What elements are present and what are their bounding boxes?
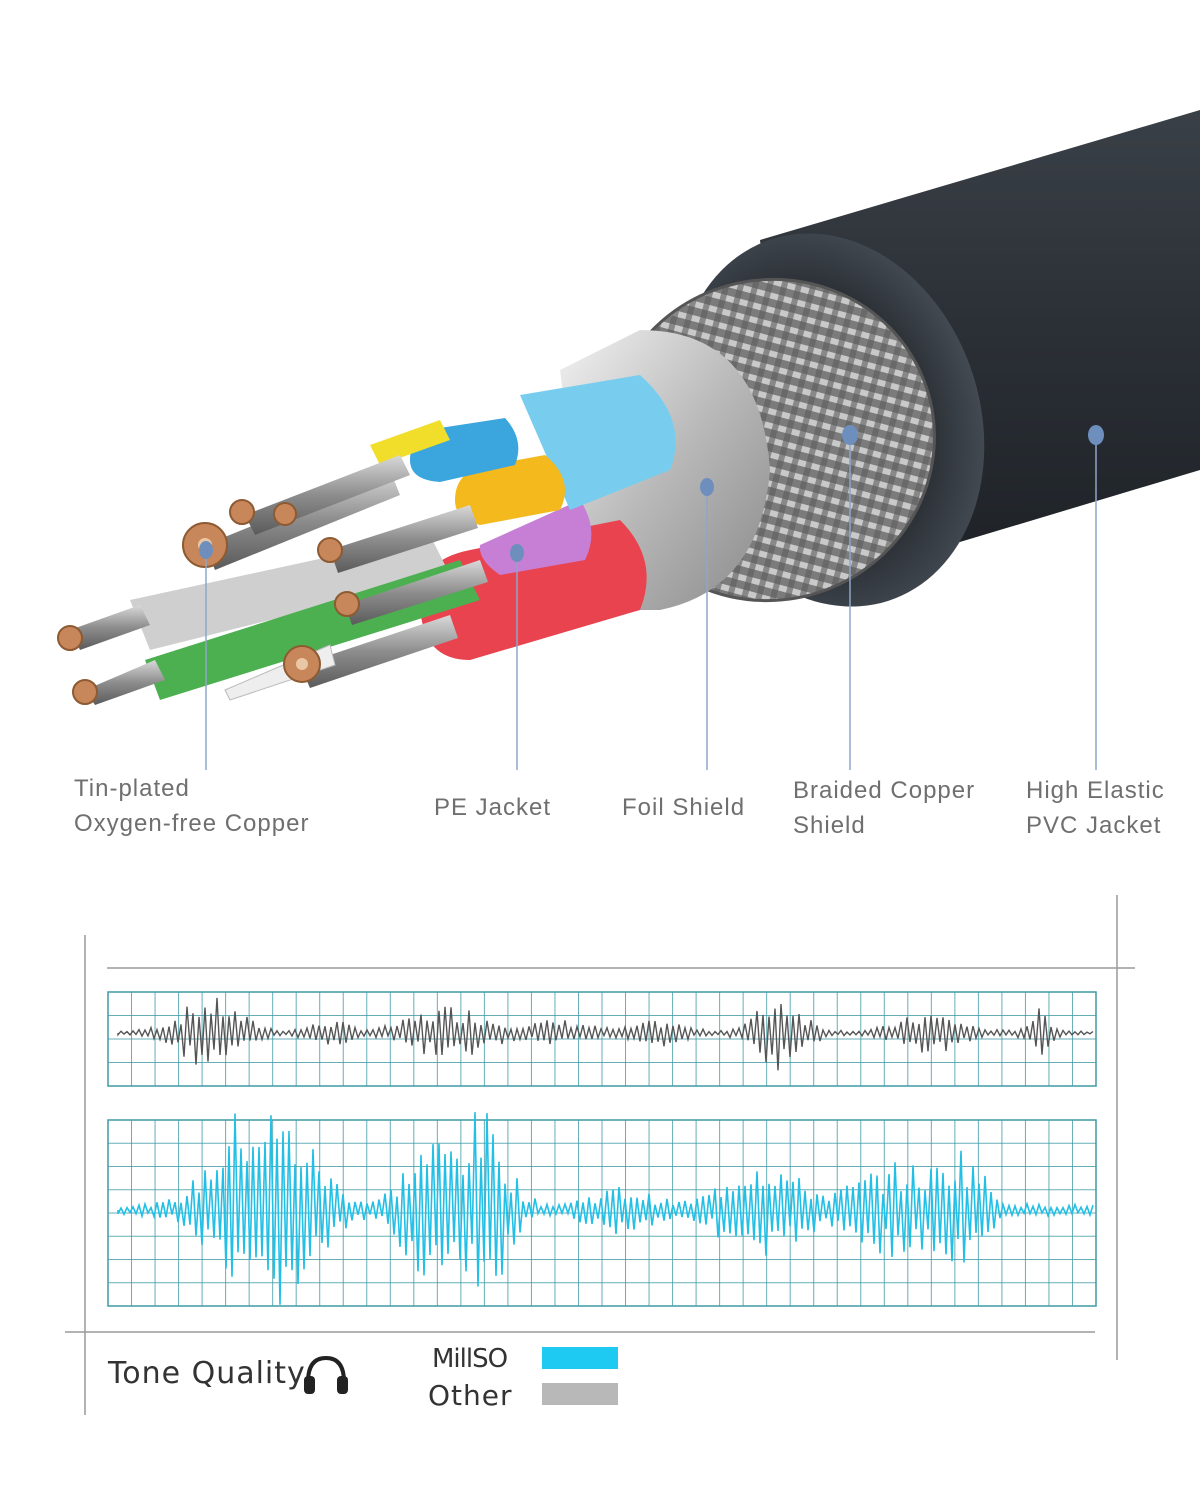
yellow-small-insulation xyxy=(370,420,450,465)
millso-waveform xyxy=(117,1112,1094,1305)
label-pvc-jacket-line2: PVC Jacket xyxy=(1026,812,1162,839)
label-conductor-line2: Oxygen-free Copper xyxy=(74,810,310,837)
frame-lines xyxy=(65,895,1135,1415)
millso-label: MillSO xyxy=(432,1344,508,1374)
yellow-insulation xyxy=(455,455,565,525)
tone-quality-label: Tone Quality xyxy=(108,1356,306,1391)
headphones-icon xyxy=(304,1355,348,1394)
label-pvc-jacket: High Elastic PVC Jacket xyxy=(1026,773,1165,843)
other-label: Other xyxy=(428,1379,513,1412)
callout-lines xyxy=(205,435,1097,770)
label-conductor: Tin-plated Oxygen-free Copper xyxy=(74,771,309,841)
violet-insulation xyxy=(479,500,592,575)
label-conductor-line1: Tin-plated xyxy=(74,775,190,802)
label-pe-jacket: PE Jacket xyxy=(434,790,551,825)
label-braided-shield: Braided Copper Shield xyxy=(793,773,975,843)
label-pvc-jacket-line1: High Elastic xyxy=(1026,777,1165,804)
cable-cross-section-illustration xyxy=(57,110,1200,770)
label-foil-shield-line1: Foil Shield xyxy=(622,794,746,821)
label-braided-shield-line2: Shield xyxy=(793,812,866,839)
callout-dots xyxy=(199,425,1104,562)
white-insulation xyxy=(130,535,450,650)
label-foil-shield: Foil Shield xyxy=(622,790,745,825)
millso-swatch xyxy=(542,1347,618,1369)
label-pe-jacket-line1: PE Jacket xyxy=(434,794,552,821)
waveform-comparison xyxy=(65,895,1135,1415)
other-waveform xyxy=(117,997,1094,1071)
label-braided-shield-line1: Braided Copper xyxy=(793,777,976,804)
other-swatch xyxy=(542,1383,618,1405)
red-insulation xyxy=(420,520,647,660)
